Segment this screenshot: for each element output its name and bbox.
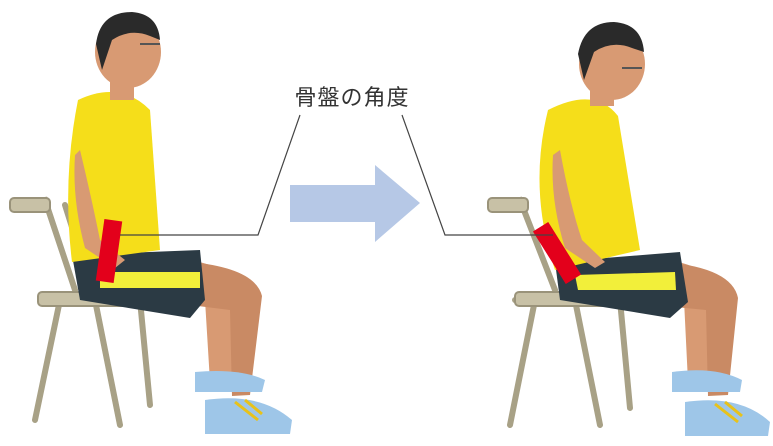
right-shoelace xyxy=(714,400,743,424)
left-shorts-stripe xyxy=(100,272,200,288)
left-figure xyxy=(9,12,292,434)
right-pelvis-marker xyxy=(532,221,582,285)
right-chair-back xyxy=(487,197,529,213)
right-arrow-icon xyxy=(290,165,420,242)
right-shoe-back xyxy=(672,370,742,392)
left-chair-back xyxy=(9,197,51,213)
right-hair xyxy=(578,22,644,80)
left-pelvis-marker xyxy=(95,219,123,283)
left-hair xyxy=(96,12,160,70)
left-shoe-back xyxy=(195,371,265,392)
right-callout-line xyxy=(401,114,553,236)
left-shoe-front xyxy=(205,398,292,434)
left-callout-line xyxy=(120,114,301,236)
right-figure xyxy=(487,22,770,436)
pelvis-angle-label: 骨盤の角度 xyxy=(294,86,410,111)
right-shoe-front xyxy=(685,400,770,436)
left-leg-back xyxy=(190,262,262,396)
left-arm xyxy=(74,150,125,268)
right-shorts-stripe xyxy=(575,272,676,290)
left-shoelace xyxy=(234,398,263,422)
right-arm xyxy=(552,150,605,268)
